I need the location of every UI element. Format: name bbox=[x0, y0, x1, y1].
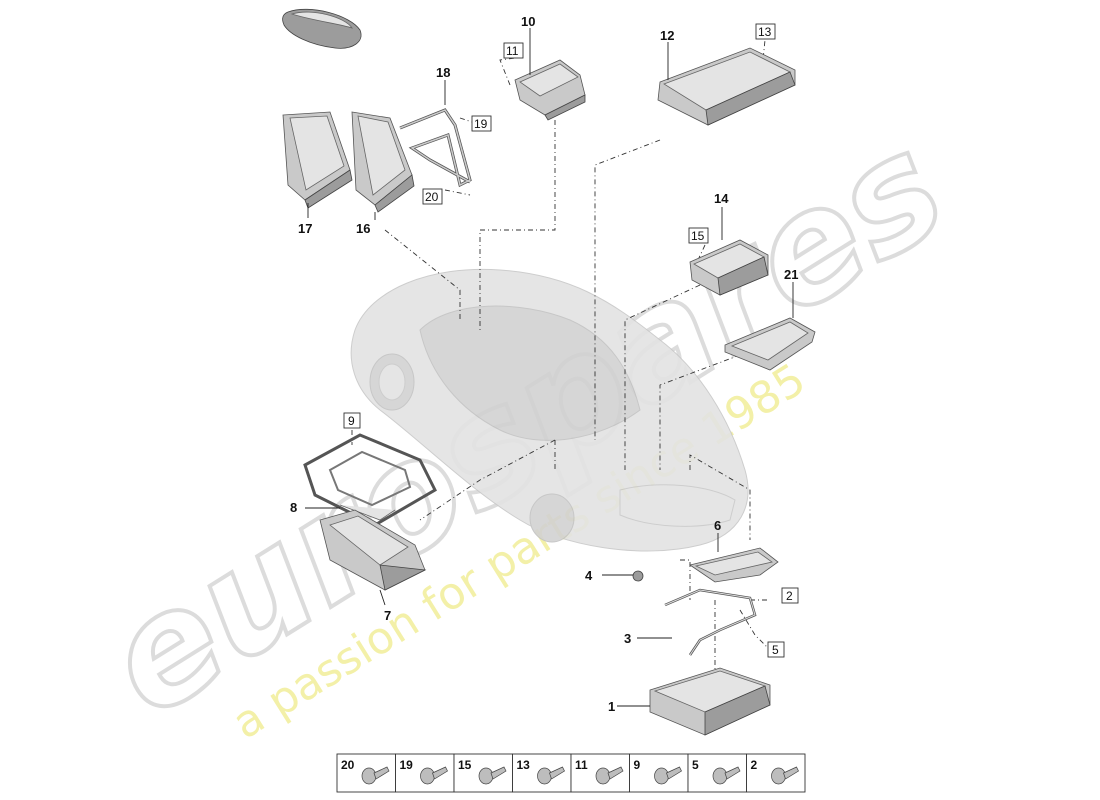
fastener-label-11: 11 bbox=[575, 758, 588, 772]
part-17-module bbox=[282, 111, 353, 209]
part-1-control-unit bbox=[649, 667, 771, 736]
callout-numbers: 1 3 4 6 7 8 10 12 14 16 17 18 21 bbox=[290, 14, 798, 714]
callout-18: 18 bbox=[436, 65, 450, 80]
callout-8: 8 bbox=[290, 500, 297, 515]
svg-text:2: 2 bbox=[786, 589, 793, 603]
callout-4: 4 bbox=[585, 568, 593, 583]
fastener-cell-13: 13 bbox=[512, 753, 572, 793]
part-4-nut bbox=[632, 570, 644, 582]
fastener-label-20: 20 bbox=[341, 758, 355, 772]
boxed-ref-5: 5 bbox=[767, 641, 785, 658]
part-12-module bbox=[657, 47, 796, 126]
part-top-cover bbox=[282, 8, 362, 49]
svg-text:5: 5 bbox=[772, 643, 779, 657]
svg-text:13: 13 bbox=[758, 25, 772, 39]
part-14-module bbox=[689, 239, 769, 296]
callout-7: 7 bbox=[384, 608, 391, 623]
part-8-frame bbox=[303, 433, 437, 527]
fastener-cell-20: 20 bbox=[336, 753, 396, 793]
fastener-cell-5: 5 bbox=[687, 753, 747, 793]
fastener-label-5: 5 bbox=[692, 758, 699, 772]
boxed-ref-19: 19 bbox=[471, 115, 492, 132]
fastener-cell-2: 2 bbox=[746, 753, 806, 793]
part-7-housing bbox=[319, 509, 427, 591]
callout-1: 1 bbox=[608, 699, 615, 714]
fastener-strip: 20 19 15 13 11 9 5 2 bbox=[336, 753, 806, 793]
callout-12: 12 bbox=[660, 28, 674, 43]
svg-text:9: 9 bbox=[348, 414, 355, 428]
callout-10: 10 bbox=[521, 14, 535, 29]
svg-text:20: 20 bbox=[425, 190, 439, 204]
leader-lines bbox=[305, 28, 794, 707]
fastener-icon bbox=[771, 767, 786, 785]
fastener-icon bbox=[361, 767, 377, 785]
svg-text:15: 15 bbox=[691, 229, 705, 243]
car-outline bbox=[350, 268, 749, 552]
callout-14: 14 bbox=[714, 191, 729, 206]
callout-3: 3 bbox=[624, 631, 631, 646]
callout-17: 17 bbox=[298, 221, 312, 236]
part-18-bracket bbox=[399, 108, 472, 188]
fastener-label-19: 19 bbox=[400, 758, 414, 772]
boxed-ref-11: 11 bbox=[503, 42, 524, 59]
fastener-label-2: 2 bbox=[751, 758, 758, 772]
fastener-icon bbox=[420, 767, 435, 785]
boxed-ref-9: 9 bbox=[343, 412, 361, 429]
boxed-ref-13: 13 bbox=[755, 23, 776, 40]
part-16-module bbox=[351, 111, 415, 213]
fastener-icon bbox=[595, 767, 611, 785]
dashed-leaders bbox=[351, 39, 769, 670]
boxed-ref-15: 15 bbox=[688, 227, 709, 244]
boxed-ref-20: 20 bbox=[422, 188, 443, 205]
part-10-module bbox=[514, 59, 586, 121]
fastener-icon bbox=[478, 767, 494, 785]
fastener-label-9: 9 bbox=[634, 758, 641, 772]
fastener-icon bbox=[712, 767, 728, 785]
callout-16: 16 bbox=[356, 221, 370, 236]
fastener-icon bbox=[654, 767, 669, 785]
fastener-cell-19: 19 bbox=[395, 753, 455, 793]
fastener-cell-11: 11 bbox=[570, 753, 630, 793]
part-21-panel bbox=[724, 317, 816, 371]
part-3-bracket bbox=[664, 588, 757, 656]
boxed-ref-2: 2 bbox=[781, 587, 799, 604]
svg-text:19: 19 bbox=[474, 117, 488, 131]
part-6-trim bbox=[689, 547, 779, 583]
svg-text:11: 11 bbox=[506, 44, 519, 58]
fastener-cell-15: 15 bbox=[453, 753, 513, 793]
fastener-label-13: 13 bbox=[517, 758, 531, 772]
callout-21: 21 bbox=[784, 267, 798, 282]
callout-6: 6 bbox=[714, 518, 721, 533]
fastener-cell-9: 9 bbox=[629, 753, 689, 793]
fastener-label-15: 15 bbox=[458, 758, 472, 772]
boxed-refs: 2 5 9 11 13 15 19 20 bbox=[343, 23, 799, 658]
fastener-icon bbox=[537, 767, 552, 785]
